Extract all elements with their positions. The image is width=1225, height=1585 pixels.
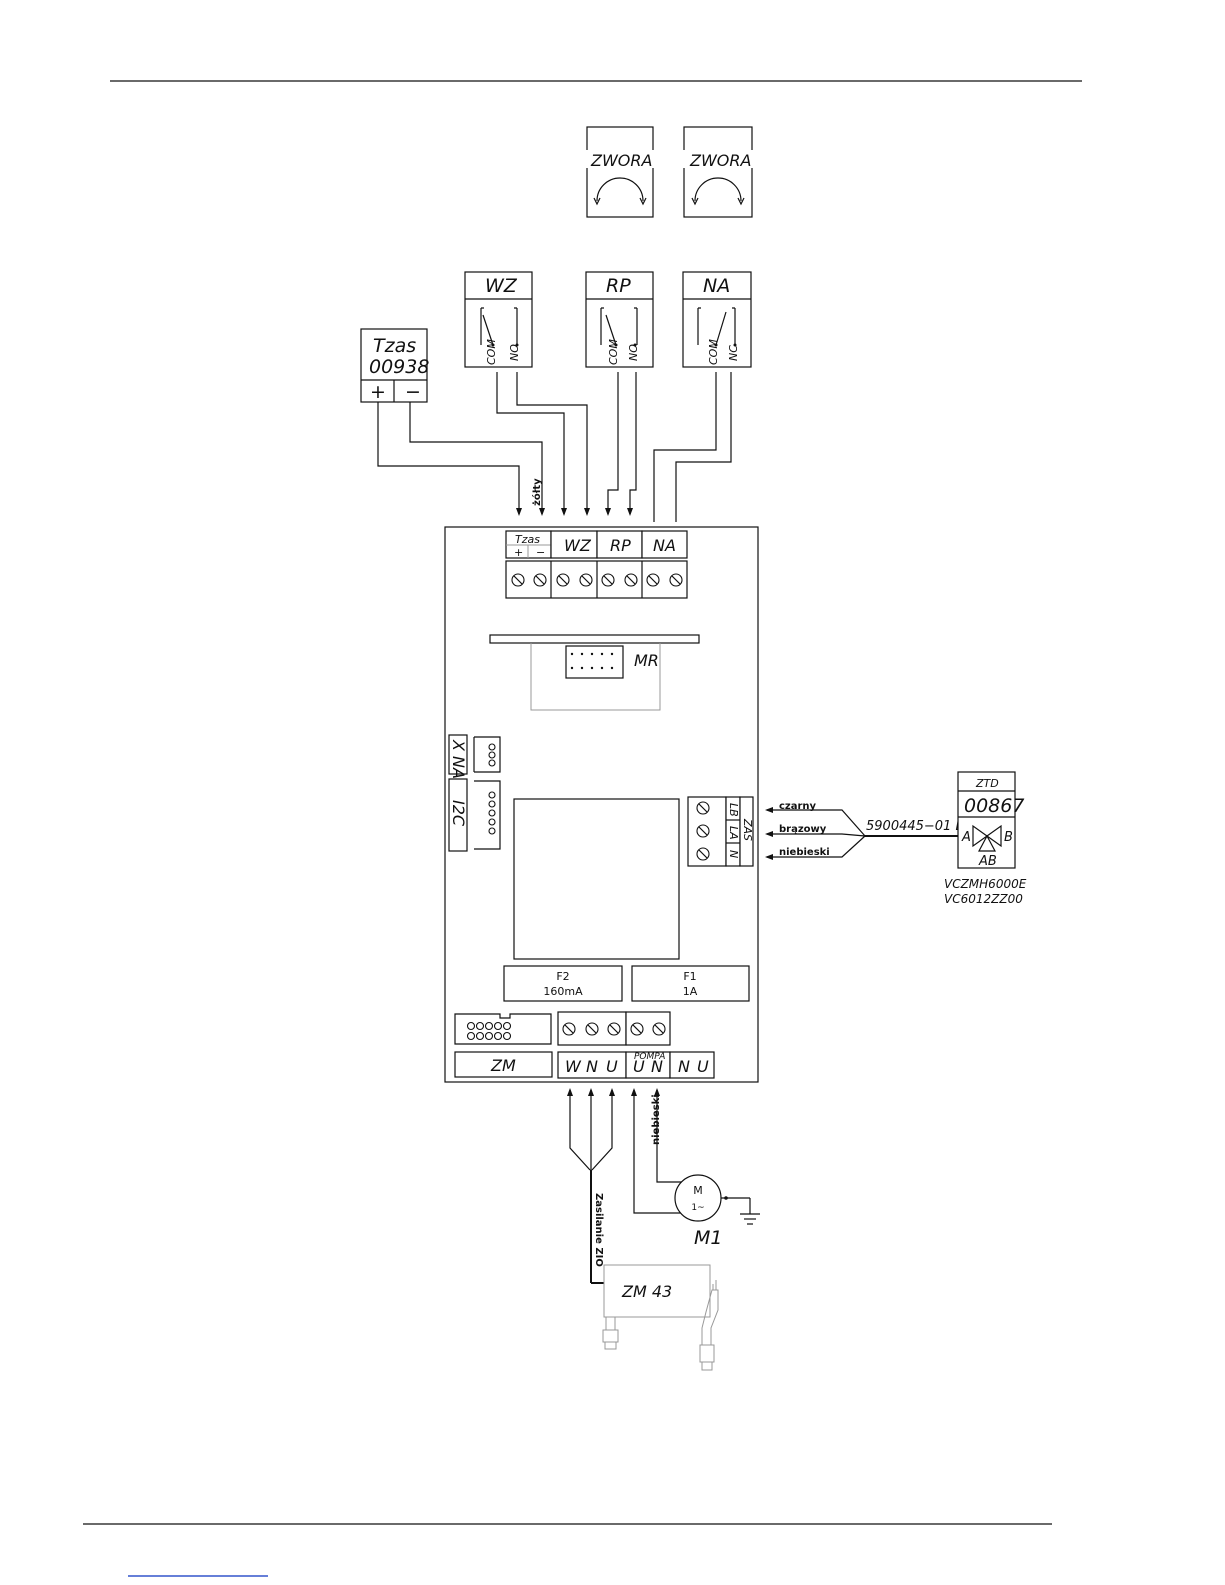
tzas-line2: 00938: [369, 356, 429, 378]
ztd-valve: ZTD 00867 A B AB VCZMH6000E VC6012ZZ00: [944, 772, 1027, 906]
bottom-wires: Zasilanie ZIO niebieski: [567, 1088, 682, 1283]
zm43-label: ZM 43: [621, 1282, 672, 1301]
motor-label: M1: [694, 1227, 722, 1249]
terminal-tzas-minus: −: [536, 546, 545, 559]
relay-rp-title: RP: [606, 275, 631, 297]
terminal-wz-label: WZ: [564, 536, 592, 555]
ztd-title: ZTD: [975, 777, 999, 790]
mr-label: MR: [634, 651, 659, 670]
ztd-cable-label: 5900445−01 B: [866, 819, 964, 834]
term-u3: U: [697, 1057, 709, 1076]
ztd-model2: VC6012ZZ00: [944, 892, 1023, 906]
top-terminal-block: Tzas + − WZ RP NA: [506, 531, 687, 598]
relay-na-title: NA: [703, 275, 730, 297]
fuse-f2-name: F2: [556, 970, 569, 983]
relay-rp-pin1: COM: [607, 339, 620, 365]
xna-label: X NA: [449, 739, 468, 779]
term-w: W: [565, 1057, 582, 1076]
ztd-code: 00867: [964, 795, 1024, 817]
wire-niebieski-label: niebieski: [651, 1094, 662, 1145]
ztd-wire-czarny: czarny: [779, 801, 817, 812]
zwora-left: ZWORA: [582, 127, 658, 217]
zwora-right: ZWORA: [679, 127, 757, 217]
ztd-port-b: B: [1004, 830, 1013, 845]
relay-wz-pin1: COM: [485, 339, 498, 365]
zas-label: ZAS: [741, 818, 754, 841]
sensor-tzas: Tzas 00938 + −: [361, 329, 429, 403]
zas-lb: LB: [727, 803, 740, 817]
motor-m1: M 1~ M1: [675, 1175, 760, 1249]
ztd-port-a: A: [961, 830, 971, 845]
zwora-right-label: ZWORA: [689, 151, 751, 170]
ztd-model1: VCZMH6000E: [944, 877, 1027, 891]
relay-wz-pin2: NO: [508, 344, 521, 361]
top-wires: żółty: [378, 372, 731, 522]
relay-wz-title: WZ: [485, 275, 518, 297]
zas-la: LA: [727, 826, 740, 840]
i2c-label: I2C: [449, 800, 468, 827]
fuse-f1-name: F1: [683, 970, 696, 983]
zas-terminal-block: LB LA N ZAS: [688, 797, 754, 866]
wire-zolty-label: żółty: [531, 478, 543, 506]
relay-na-pin2: NC: [727, 345, 740, 361]
fuse-f1: F1 1A: [632, 966, 749, 1001]
zas-n: N: [727, 850, 740, 858]
ztd-port-ab: AB: [978, 854, 997, 869]
relay-na-pin1: COM: [707, 339, 720, 365]
terminal-rp-label: RP: [610, 536, 631, 555]
term-u1: U: [606, 1057, 618, 1076]
term-n3: N: [678, 1057, 690, 1076]
terminal-tzas-label: Tzas: [515, 533, 540, 546]
terminal-tzas-plus: +: [514, 546, 523, 559]
term-n1: N: [586, 1057, 598, 1076]
motor-m: M: [693, 1184, 703, 1197]
fuse-f2-value: 160mA: [543, 985, 583, 998]
zm43-component: ZM 43: [603, 1265, 718, 1370]
motor-phase: 1~: [691, 1203, 704, 1213]
relay-rp-pin2: NO: [627, 344, 640, 361]
transformer: [514, 799, 679, 959]
fuse-f1-value: 1A: [683, 985, 698, 998]
relay-rp: RP COM NO: [586, 272, 653, 367]
fuse-f2: F2 160mA: [504, 966, 622, 1001]
zwora-left-label: ZWORA: [590, 151, 652, 170]
terminal-na-label: NA: [653, 536, 676, 555]
pompa-label: POMPA: [634, 1052, 665, 1062]
tzas-minus: −: [405, 381, 421, 403]
ztd-wire-niebieski: niebieski: [779, 847, 830, 858]
ztd-wire-brazowy: brązowy: [779, 824, 827, 835]
ztd-wires: czarny brązowy niebieski 5900445−01 B: [765, 801, 964, 860]
zm-label: ZM: [490, 1056, 516, 1075]
relay-na: NA COM NC: [683, 272, 751, 367]
relay-wz: WZ COM NO: [465, 272, 532, 367]
wire-zasilanie-label: Zasilanie ZIO: [593, 1193, 604, 1267]
tzas-line1: Tzas: [373, 335, 416, 357]
tzas-plus: +: [370, 381, 386, 403]
